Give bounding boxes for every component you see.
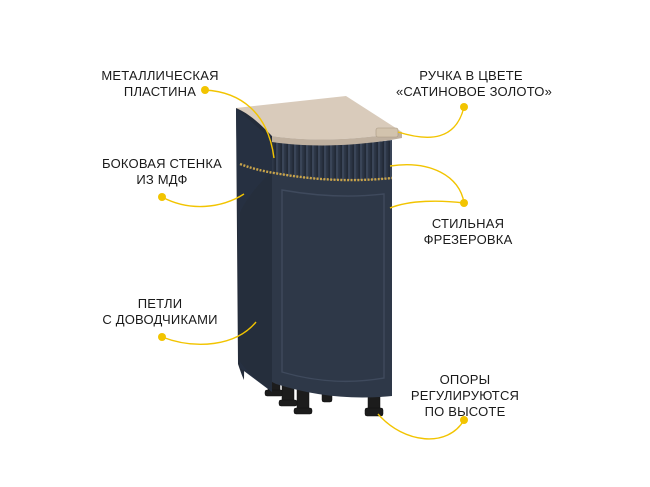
label-side-wall-line-2: ИЗ МДФ — [136, 172, 188, 187]
label-handle-line-2: «САТИНОВОЕ ЗОЛОТО» — [396, 84, 553, 99]
label-legs-line-2: РЕГУЛИРУЮТСЯ — [410, 388, 520, 403]
label-hinges-line-2: С ДОВОДЧИКАМИ — [102, 312, 218, 327]
leader-side-wall — [161, 193, 245, 208]
label-metal-plate-line-1: МЕТАЛЛИЧЕСКАЯ — [101, 68, 219, 83]
label-metal-plate-line-2: ПЛАСТИНА — [123, 84, 197, 99]
label-metal-plate: МЕТАЛЛИЧЕСКАЯ ПЛАСТИНА — [98, 68, 222, 100]
leader-handle — [397, 106, 465, 138]
front-panel — [240, 172, 392, 398]
label-side-wall-line-1: БОКОВАЯ СТЕНКА — [102, 156, 222, 171]
label-milling-line-1: СТИЛЬНАЯ — [431, 216, 505, 231]
leg-2-foot — [278, 399, 298, 407]
callout-lines — [161, 89, 465, 440]
leader-milling-2 — [389, 200, 465, 209]
gold-bead-edge — [239, 162, 393, 182]
front-panel-shade — [240, 172, 272, 390]
label-legs-line-3: ПО ВЫСОТЕ — [424, 404, 506, 419]
label-milling-line-2: ФРЕЗЕРОВКА — [423, 232, 513, 247]
label-handle-line-1: РУЧКА В ЦВЕТЕ — [419, 68, 523, 83]
leg-1-foot — [264, 389, 284, 397]
label-legs-line-1: ОПОРЫ — [439, 372, 491, 387]
dot-handle — [460, 103, 468, 111]
label-side-wall: БОКОВАЯ СТЕНКА ИЗ МДФ — [92, 156, 232, 188]
leader-legs — [377, 413, 465, 440]
dot-legs — [460, 416, 468, 424]
dot-side-wall — [158, 193, 166, 201]
countertop-edge — [272, 132, 402, 146]
dot-metal-plate — [201, 86, 209, 94]
countertop — [236, 96, 402, 140]
fluted-band — [272, 138, 392, 180]
leader-metal-plate — [204, 89, 275, 159]
label-hinges-line-1: ПЕТЛИ — [137, 296, 183, 311]
label-hinges: ПЕТЛИ С ДОВОДЧИКАМИ — [96, 296, 224, 328]
leg-3-foot — [293, 407, 313, 415]
leader-hinges — [161, 321, 257, 345]
label-legs: ОПОРЫ РЕГУЛИРУЮТСЯ ПО ВЫСОТЕ — [402, 372, 528, 420]
handle — [375, 127, 399, 138]
callout-dots — [158, 86, 468, 424]
dot-milling — [460, 199, 468, 207]
label-milling: СТИЛЬНАЯ ФРЕЗЕРОВКА — [410, 216, 526, 248]
dot-hinges — [158, 333, 166, 341]
leg-5-foot — [364, 407, 384, 417]
label-handle: РУЧКА В ЦВЕТЕ «САТИНОВОЕ ЗОЛОТО» — [396, 68, 553, 100]
leader-milling — [389, 164, 465, 204]
door-milling — [281, 189, 385, 383]
